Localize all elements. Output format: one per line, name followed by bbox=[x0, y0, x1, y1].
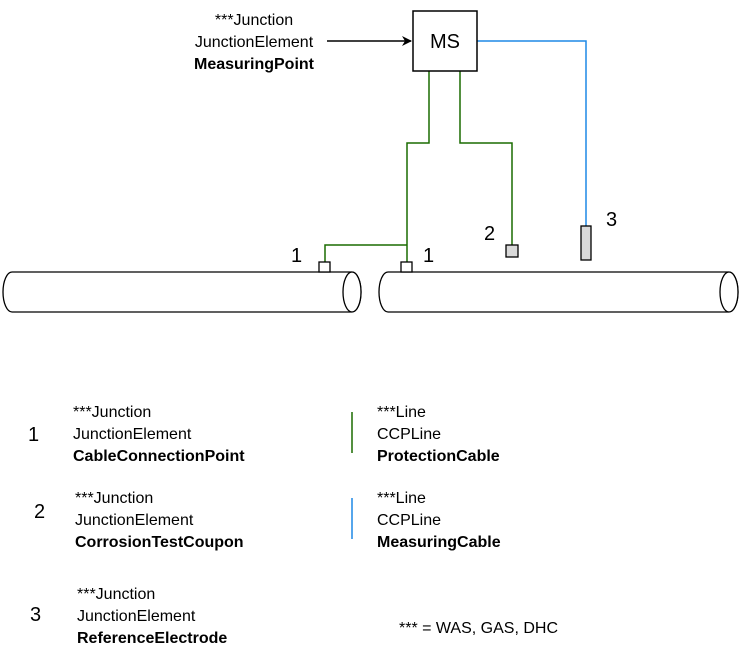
legend-item1-line3: CableConnectionPoint bbox=[73, 448, 245, 465]
marker-ccp-left: 1 bbox=[291, 245, 302, 267]
marker-coupon: 2 bbox=[484, 223, 495, 245]
cable-connection-point-left bbox=[318, 261, 331, 273]
measuring-cable bbox=[477, 40, 587, 226]
cable-connection-point-right bbox=[400, 261, 413, 273]
top-annotation-line3: MeasuringPoint bbox=[194, 56, 315, 73]
measuring-station-label: MS bbox=[430, 31, 460, 53]
legend-item2-line3: CorrosionTestCoupon bbox=[75, 534, 244, 551]
legend-item1-line1: ***Junction bbox=[73, 404, 151, 421]
pipe-right bbox=[378, 271, 739, 313]
top-annotation-line1: ***Junction bbox=[215, 12, 293, 29]
protection-cable-branch bbox=[324, 244, 407, 262]
legend-item2-number: 2 bbox=[34, 501, 45, 523]
legend-item3-line3: ReferenceElectrode bbox=[77, 630, 227, 647]
legend-protection-line1: ***Line bbox=[377, 404, 426, 421]
top-annotation-line2: JunctionElement bbox=[195, 34, 314, 51]
measuring-station-box bbox=[412, 10, 478, 72]
protection-cable-left bbox=[406, 71, 430, 262]
pipe-left bbox=[2, 271, 362, 313]
legend-item2-line1: ***Junction bbox=[75, 490, 153, 507]
legend-measuring-line2: CCPLine bbox=[377, 512, 441, 529]
reference-electrode bbox=[580, 225, 592, 261]
legend-item3-line2: JunctionElement bbox=[77, 608, 196, 625]
corrosion-test-coupon bbox=[505, 244, 519, 258]
legend-protection-line2: CCPLine bbox=[377, 426, 441, 443]
legend-item3-number: 3 bbox=[30, 604, 41, 626]
marker-electrode: 3 bbox=[606, 209, 617, 231]
legend-measuring-line3: MeasuringCable bbox=[377, 534, 501, 551]
legend-item2-line2: JunctionElement bbox=[75, 512, 194, 529]
marker-ccp-right: 1 bbox=[423, 245, 434, 267]
legend-protection-line3: ProtectionCable bbox=[377, 448, 500, 465]
legend-item3-line1: ***Junction bbox=[77, 586, 155, 603]
footnote: *** = WAS, GAS, DHC bbox=[399, 620, 558, 637]
legend-measuring-line1: ***Line bbox=[377, 490, 426, 507]
legend-item1-line2: JunctionElement bbox=[73, 426, 192, 443]
protection-cable-coupon bbox=[459, 71, 513, 245]
legend-item1-number: 1 bbox=[28, 424, 39, 446]
